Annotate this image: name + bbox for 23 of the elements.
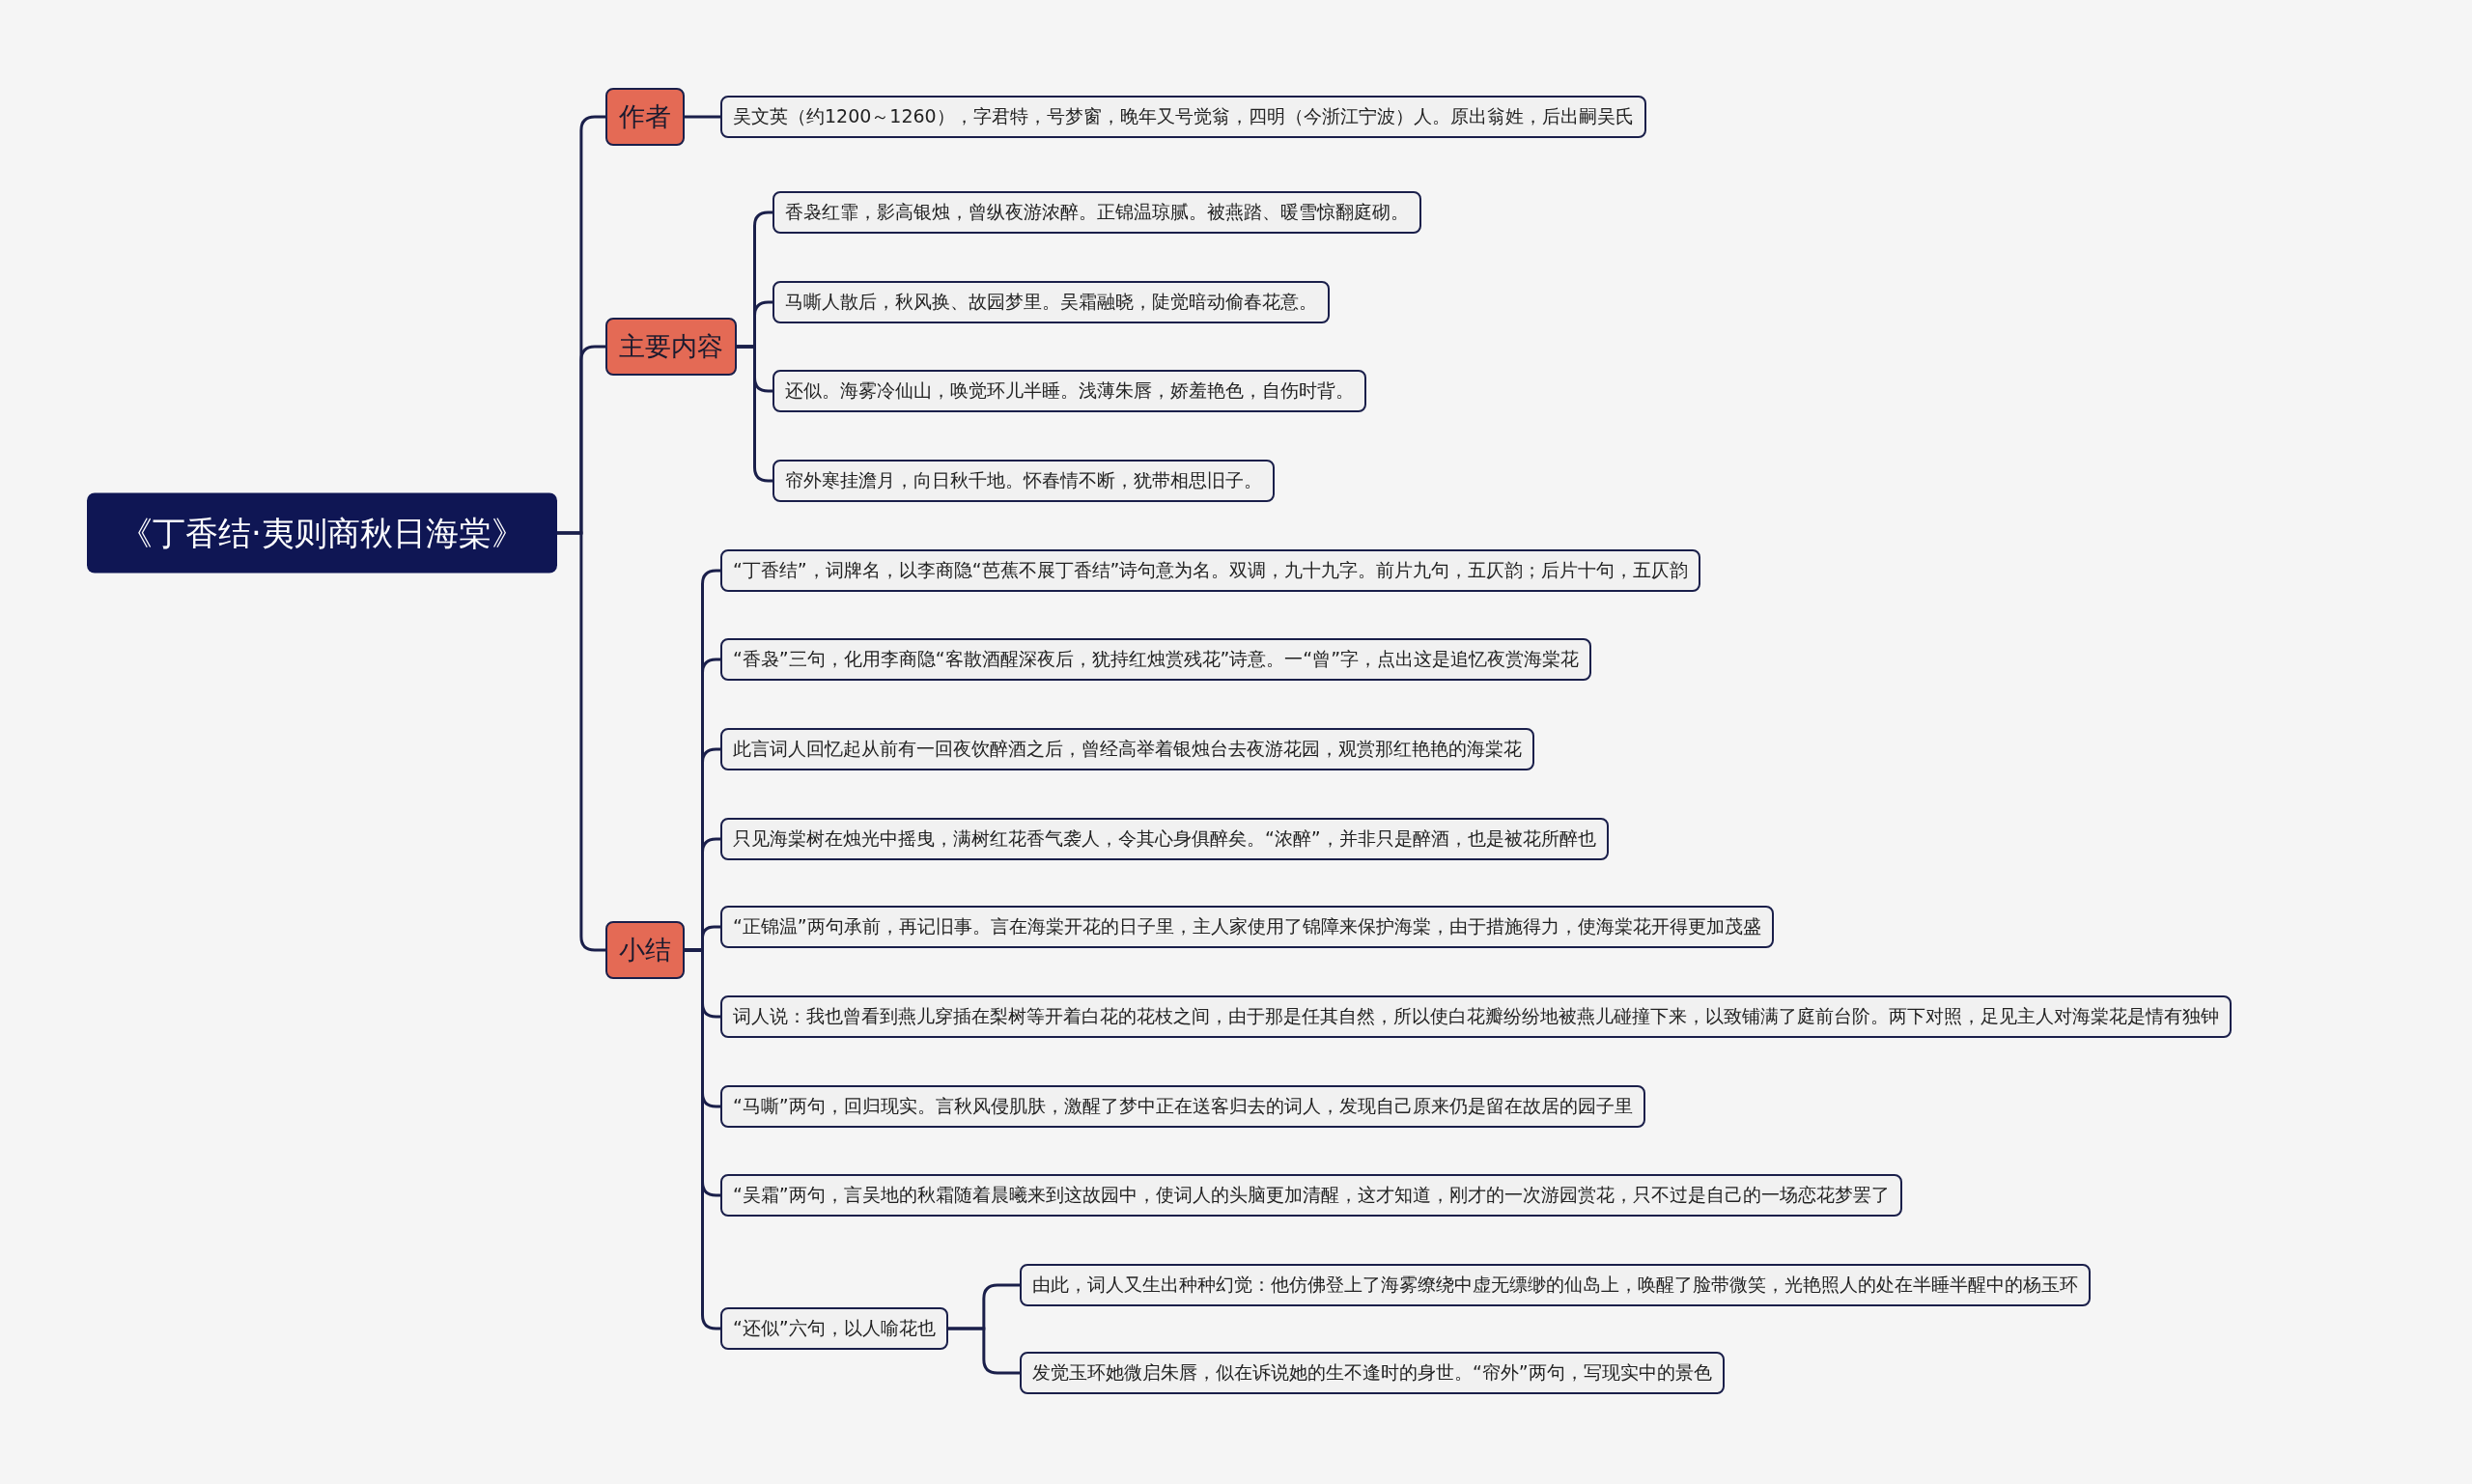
text-card: 此言词人回忆起从前有一回夜饮醉酒之后，曾经高举着银烛台去夜游花园，观赏那红艳艳的海棠花 [720,728,1534,770]
root-topic: 《丁香结·夷则商秋日海棠》 [87,492,557,574]
connector-line [556,531,605,952]
text-card: “马嘶”两句，回归现实。言秋风侵肌肤，激醒了梦中正在送客归去的词人，发现自己原来仍是留在故居的园子里 [720,1085,1645,1128]
text-card: “还似”六句，以人喻花也 [720,1307,948,1350]
text-card: 吴文英（约1200～1260），字君特，号梦窗，晚年又号觉翁，四明（今浙江宁波）人。原出翁姓，后出嗣吴氏 [720,96,1646,138]
connector-line [685,115,720,119]
text-card: “吴霜”两句，言吴地的秋霜随着晨曦来到这故园中，使词人的头脑更加清醒，这才知道，刚才的一次游园赏花，只不过是自己的一场恋花梦罢了 [720,1174,1902,1217]
text-card: “正锦温”两句承前，再记旧事。言在海棠开花的日子里，主人家使用了锦障来保护海棠，由于措施得力，使海棠花开得更加茂盛 [720,906,1774,948]
branch-topic: 小结 [605,921,685,979]
text-card: 马嘶人散后，秋风换、故园梦里。吴霜融晓，陡觉暗动偷春花意。 [772,281,1330,323]
text-card: 香袅红霏，影高银烛，曾纵夜游浓醉。正锦温琼腻。被燕踏、暖雪惊翻庭砌。 [772,191,1421,234]
branch-topic: 作者 [605,88,685,146]
text-card: 发觉玉环她微启朱唇，似在诉说她的生不逢时的身世。“帘外”两句，写现实中的景色 [1020,1352,1725,1394]
text-card: “丁香结”，词牌名，以李商隐“芭蕉不展丁香结”诗句意为名。双调，九十九字。前片九句，五仄韵；后片十句，五仄韵 [720,549,1701,592]
text-card: 帘外寒挂澹月，向日秋千地。怀春情不断，犹带相思旧子。 [772,460,1275,502]
text-card: 还似。海雾冷仙山，唤觉环儿半睡。浅薄朱唇，娇羞艳色，自伤时背。 [772,370,1366,412]
branch-topic: 主要内容 [605,318,737,376]
text-card: 词人说：我也曾看到燕儿穿插在梨树等开着白花的花枝之间，由于那是任其自然，所以使白花瓣纷纷地被燕儿碰撞下来，以致铺满了庭前台阶。两下对照，足见主人对海棠花是情有独钟 [720,995,2232,1038]
text-card: 只见海棠树在烛光中摇曳，满树红花香气袭人，令其心身俱醉矣。“浓醉”，并非只是醉酒，也是被花所醉也 [720,818,1609,860]
text-card: “香袅”三句，化用李商隐“客散酒醒深夜后，犹持红烛赏残花”诗意。一“曾”字，点出这是追忆夜赏海棠花 [720,638,1592,681]
text-card: 由此，词人又生出种种幻觉：他仿佛登上了海雾缭绕中虚无缥缈的仙岛上，唤醒了脸带微笑，光艳照人的处在半睡半醒中的杨玉环 [1020,1264,2091,1306]
connector-line [947,1327,1020,1375]
